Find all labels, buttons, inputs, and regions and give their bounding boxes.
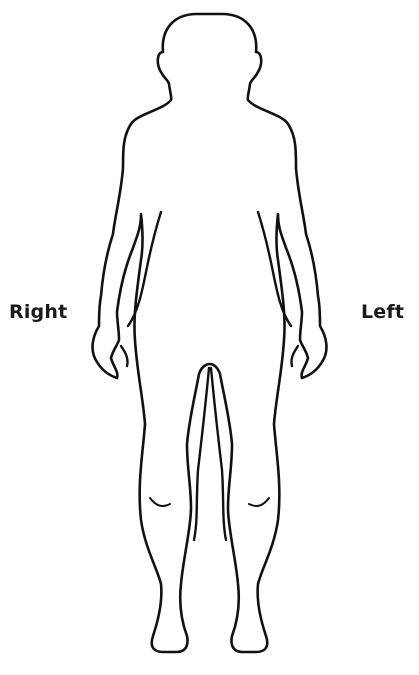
left-side-label: Left — [361, 299, 404, 325]
body-silhouette — [93, 14, 327, 652]
right-side-label: Right — [9, 299, 67, 325]
thumb-right — [121, 346, 128, 366]
thumb-left — [291, 346, 298, 366]
